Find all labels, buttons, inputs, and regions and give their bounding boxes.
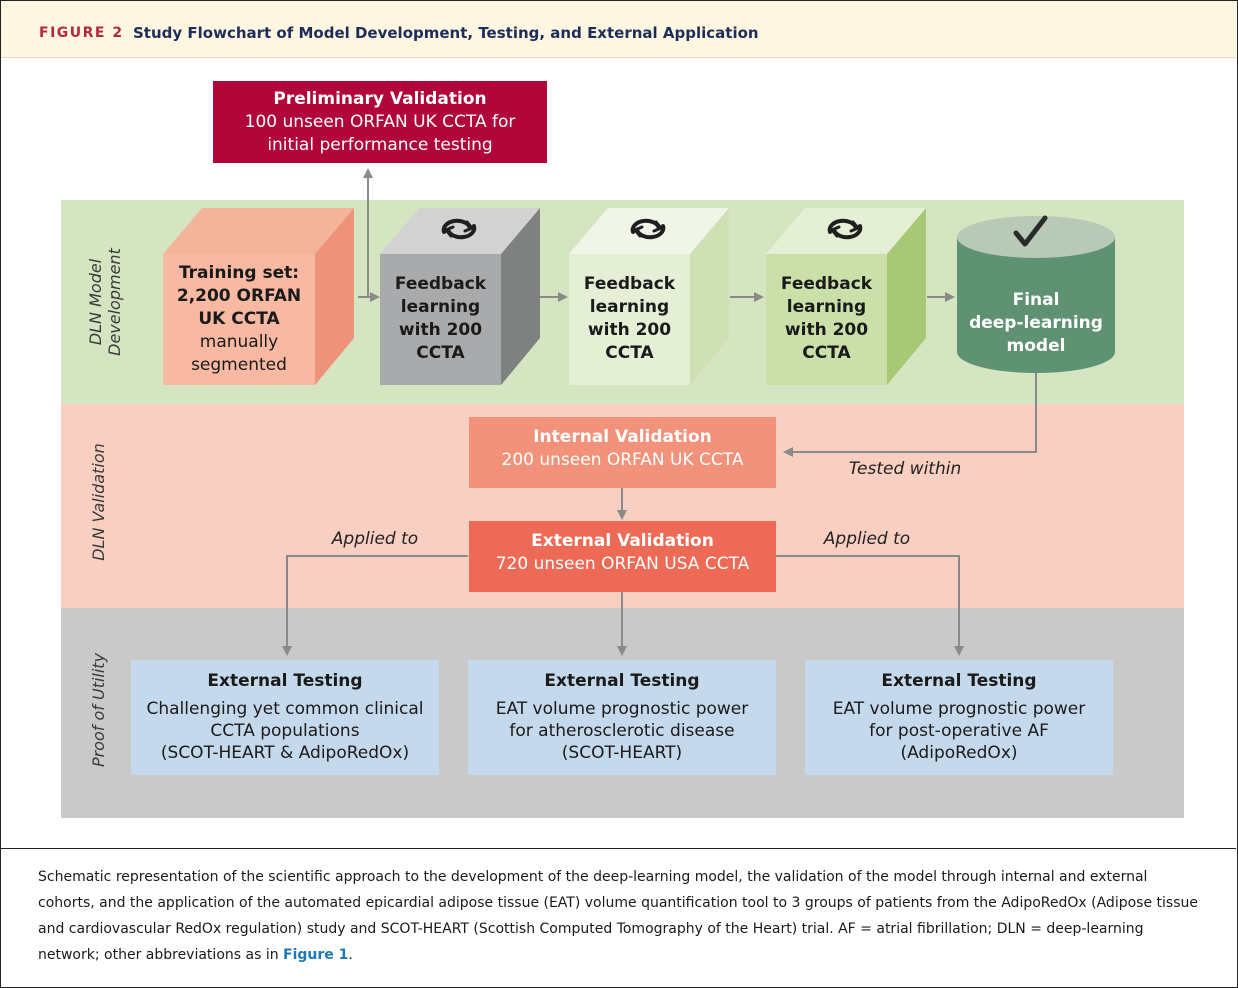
- figure-1-link[interactable]: Figure 1: [283, 947, 349, 963]
- training-line: manually: [199, 332, 279, 352]
- final-line: model: [1006, 336, 1066, 356]
- figure-label: FIGURE 2: [39, 25, 124, 41]
- testing-line: EAT volume prognostic power: [832, 699, 1086, 719]
- testing-line: (SCOT-HEART & AdipoRedOx): [160, 743, 410, 763]
- arrow-final-to-internal: [783, 372, 1037, 457]
- feedback-line: learning: [400, 297, 481, 317]
- testing-box-1: [131, 660, 439, 775]
- edge-label-applied-right: Applied to: [823, 529, 911, 549]
- testing-line: EAT volume prognostic power: [495, 699, 749, 719]
- feedback-cube-2: [569, 208, 729, 385]
- training-line: Training set:: [178, 263, 300, 283]
- checkmark-icon: [1013, 215, 1048, 247]
- feedback-text-1: Feedback learning with 200 CCTA: [380, 273, 501, 365]
- external-line: 720 unseen ORFAN USA CCTA: [495, 554, 750, 574]
- feedback-line: with 200: [784, 320, 869, 340]
- preliminary-text: Preliminary Validation 100 unseen ORFAN …: [213, 88, 547, 157]
- internal-validation-text: Internal Validation 200 unseen ORFAN UK …: [469, 426, 776, 472]
- figure-caption: Schematic representation of the scientif…: [38, 864, 1203, 968]
- internal-line: 200 unseen ORFAN UK CCTA: [501, 450, 744, 470]
- feedback-line: CCTA: [605, 343, 654, 363]
- feedback-text-3: Feedback learning with 200 CCTA: [766, 273, 887, 365]
- arrow-external-to-test3: [776, 555, 964, 656]
- feedback-line: Feedback: [394, 274, 487, 294]
- feedback-text-2: Feedback learning with 200 CCTA: [569, 273, 690, 365]
- feedback-cube-3: [766, 208, 926, 385]
- testing-text-2: External Testing EAT volume prognostic p…: [468, 670, 776, 764]
- figure-title: Study Flowchart of Model Development, Te…: [133, 24, 759, 42]
- testing-text-1: External Testing Challenging yet common …: [131, 670, 439, 764]
- feedback-line: learning: [786, 297, 867, 317]
- external-validation-text: External Validation 720 unseen ORFAN USA…: [469, 530, 776, 576]
- testing-line: (SCOT-HEART): [561, 743, 683, 763]
- testing-line: CCTA populations: [210, 721, 360, 741]
- testing-line: Challenging yet common clinical: [146, 699, 424, 719]
- testing-heading: External Testing: [881, 671, 1037, 691]
- external-heading: External Validation: [531, 531, 714, 551]
- training-line: UK CCTA: [198, 309, 280, 329]
- feedback-line: Feedback: [583, 274, 676, 294]
- training-cube: [163, 208, 354, 385]
- final-line: deep-learning: [969, 313, 1103, 333]
- preliminary-line2: initial performance testing: [267, 135, 493, 155]
- testing-text-3: External Testing EAT volume prognostic p…: [805, 670, 1113, 764]
- internal-validation-box: [469, 417, 776, 488]
- figure-header: FIGURE 2 Study Flowchart of Model Develo…: [1, 1, 1236, 58]
- caption-divider: [1, 848, 1236, 849]
- testing-box-2: [468, 660, 776, 775]
- feedback-line: learning: [589, 297, 670, 317]
- testing-line: for atherosclerotic disease: [509, 721, 735, 741]
- final-model-text: Final deep-learning model: [957, 289, 1115, 358]
- feedback-cube-1: [380, 208, 540, 385]
- testing-line: (AdipoRedOx): [900, 743, 1018, 763]
- feedback-line: Feedback: [780, 274, 873, 294]
- cycle-icon: [441, 218, 477, 240]
- training-line: segmented: [191, 355, 287, 375]
- caption-text: Schematic representation of the scientif…: [38, 869, 1198, 963]
- testing-box-3: [805, 660, 1113, 775]
- cycle-icon: [827, 218, 863, 240]
- testing-heading: External Testing: [544, 671, 700, 691]
- training-line: 2,200 ORFAN: [176, 286, 302, 306]
- preliminary-heading: Preliminary Validation: [273, 89, 487, 109]
- edge-label-tested-within: Tested within: [848, 459, 962, 479]
- feedback-line: CCTA: [802, 343, 851, 363]
- testing-line: for post-operative AF: [869, 721, 1049, 741]
- training-text: Training set: 2,200 ORFAN UK CCTA manual…: [163, 262, 315, 377]
- preliminary-box: [213, 81, 547, 163]
- final-line: Final: [1012, 290, 1060, 310]
- final-model-cylinder: [957, 215, 1115, 373]
- preliminary-line1: 100 unseen ORFAN UK CCTA for: [244, 112, 516, 132]
- internal-heading: Internal Validation: [533, 427, 712, 447]
- edge-label-applied-left: Applied to: [331, 529, 419, 549]
- caption-end: .: [348, 947, 353, 963]
- feedback-line: with 200: [587, 320, 672, 340]
- arrow-external-to-test1: [282, 555, 468, 656]
- external-validation-box: [469, 521, 776, 592]
- testing-heading: External Testing: [207, 671, 363, 691]
- cycle-icon: [630, 218, 666, 240]
- feedback-line: with 200: [398, 320, 483, 340]
- feedback-line: CCTA: [416, 343, 465, 363]
